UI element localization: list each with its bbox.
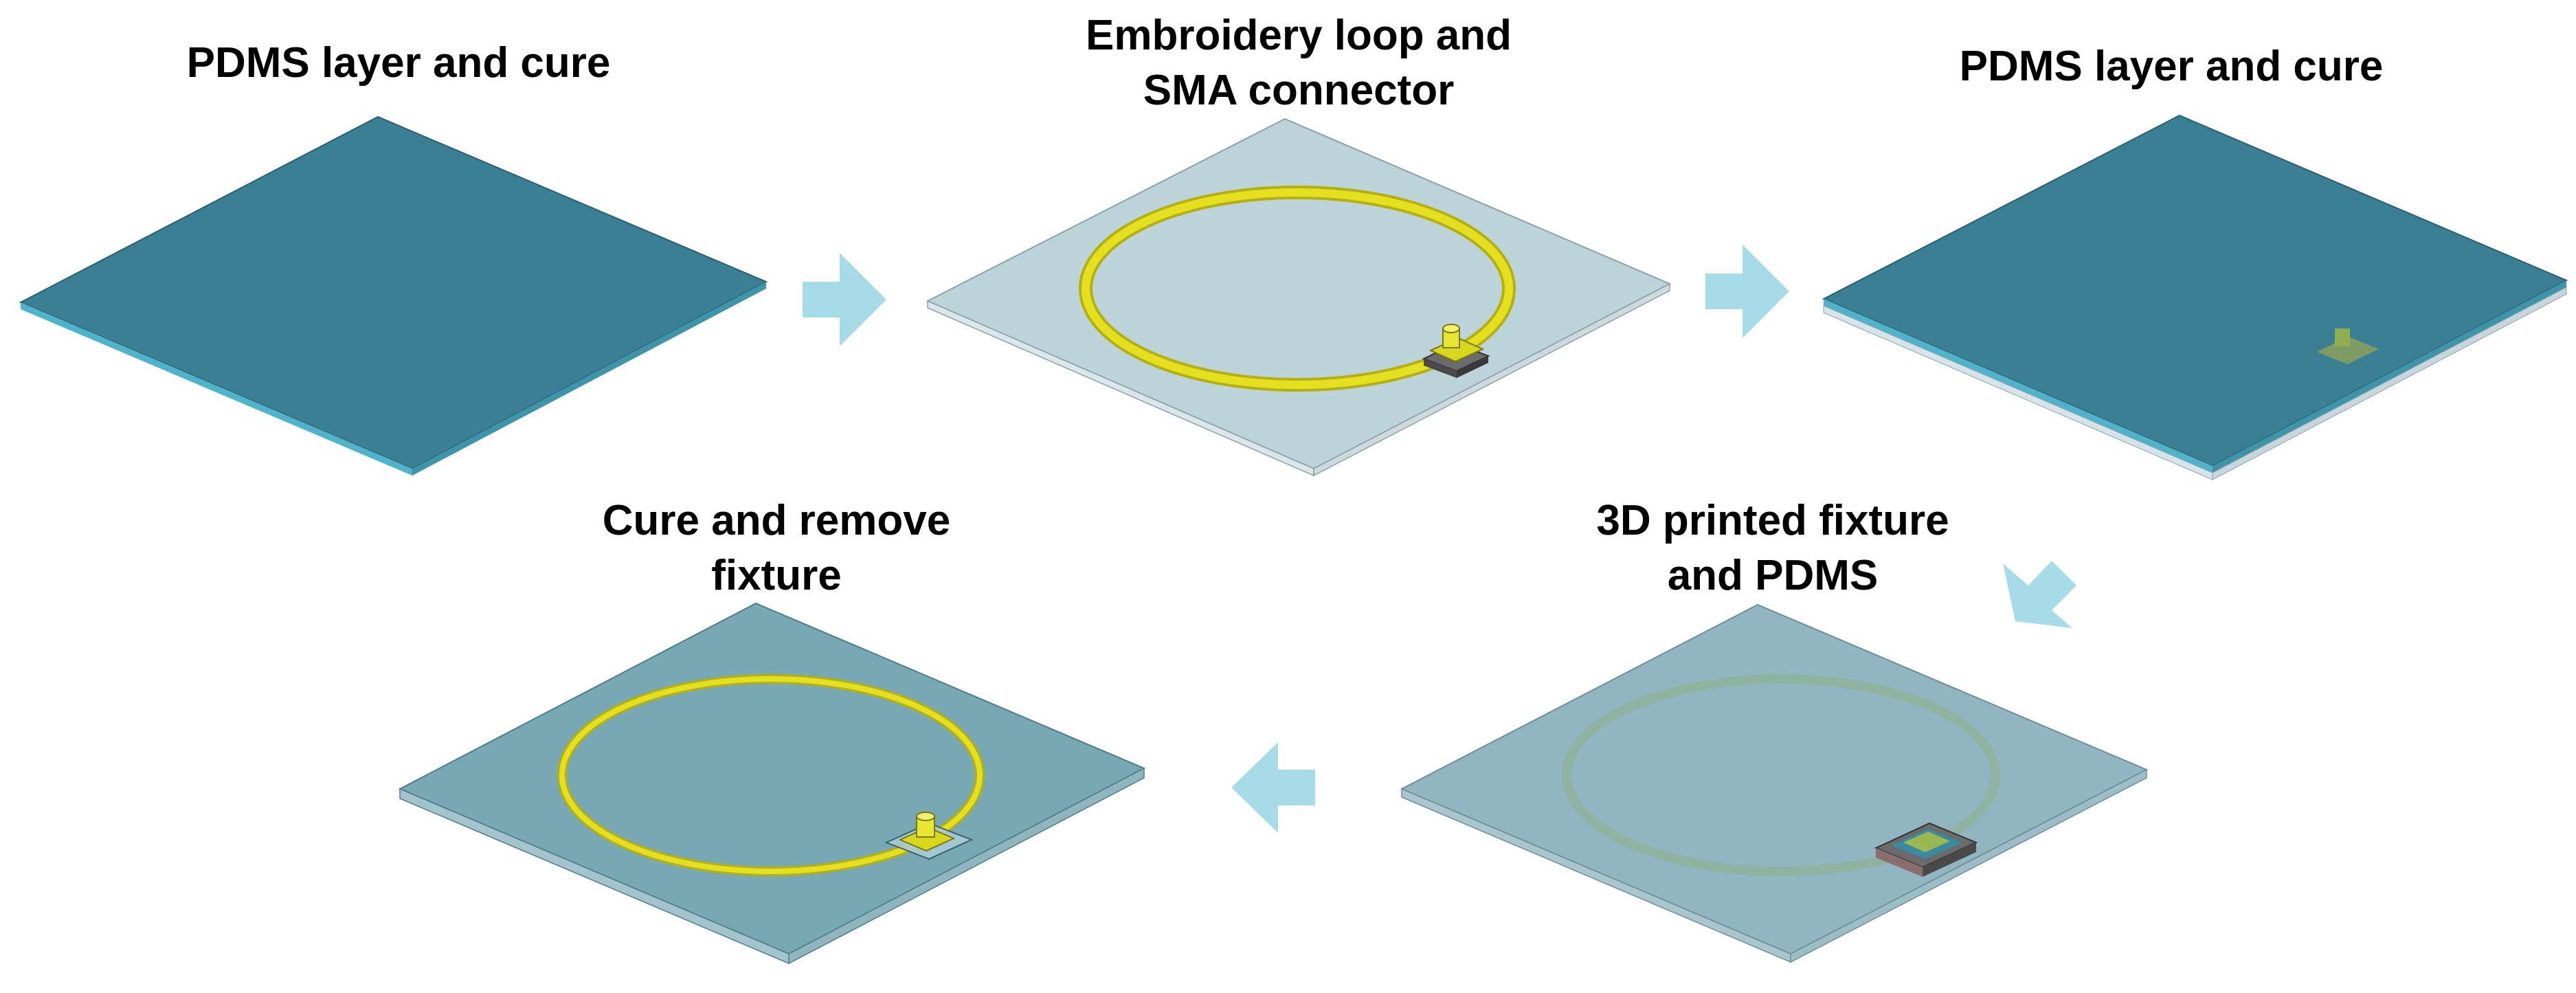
step-2-label: Embroidery loop and SMA connector: [1003, 8, 1594, 118]
step-1-label: PDMS layer and cure: [137, 36, 660, 91]
arrow-right-icon: [1705, 245, 1789, 338]
step-4-label-line-1: 3D printed fixture: [1596, 497, 1949, 544]
arrow-left-icon: [1231, 742, 1315, 833]
step-4-label-line-2: and PDMS: [1667, 552, 1879, 599]
step-1-label-line-1: PDMS layer and cure: [186, 39, 611, 87]
arrow-right-icon: [803, 253, 886, 346]
step-4-label: 3D printed fixture and PDMS: [1512, 493, 2034, 603]
step-2-label-line-2: SMA connector: [1143, 67, 1455, 114]
embedded-loop: [1562, 674, 2000, 876]
step-2-label-line-1: Embroidery loop and: [1085, 12, 1512, 59]
step-5-cured-device: [398, 602, 1146, 965]
step-3-label-line-1: PDMS layer and cure: [1959, 43, 2384, 90]
step-5-label-line-1: Cure and remove: [602, 497, 951, 544]
arrow-down-left-icon: [2003, 561, 2076, 628]
embedded-connector: [2317, 328, 2379, 364]
step-3-pdms-over-loop: [1822, 114, 2568, 480]
sma-connector: [1422, 324, 1490, 378]
step-3-label: PDMS layer and cure: [1910, 39, 2432, 94]
step-4-fixture-and-pdms: [1400, 603, 2149, 963]
step-5-label-line-2: fixture: [711, 552, 842, 599]
step-2-loop-and-connector: [926, 118, 1672, 477]
step-1-pdms-slab: [19, 115, 768, 476]
step-5-label: Cure and remove fixture: [529, 493, 1024, 603]
fixture-block: [1874, 822, 1978, 877]
sma-connector: [884, 812, 974, 860]
